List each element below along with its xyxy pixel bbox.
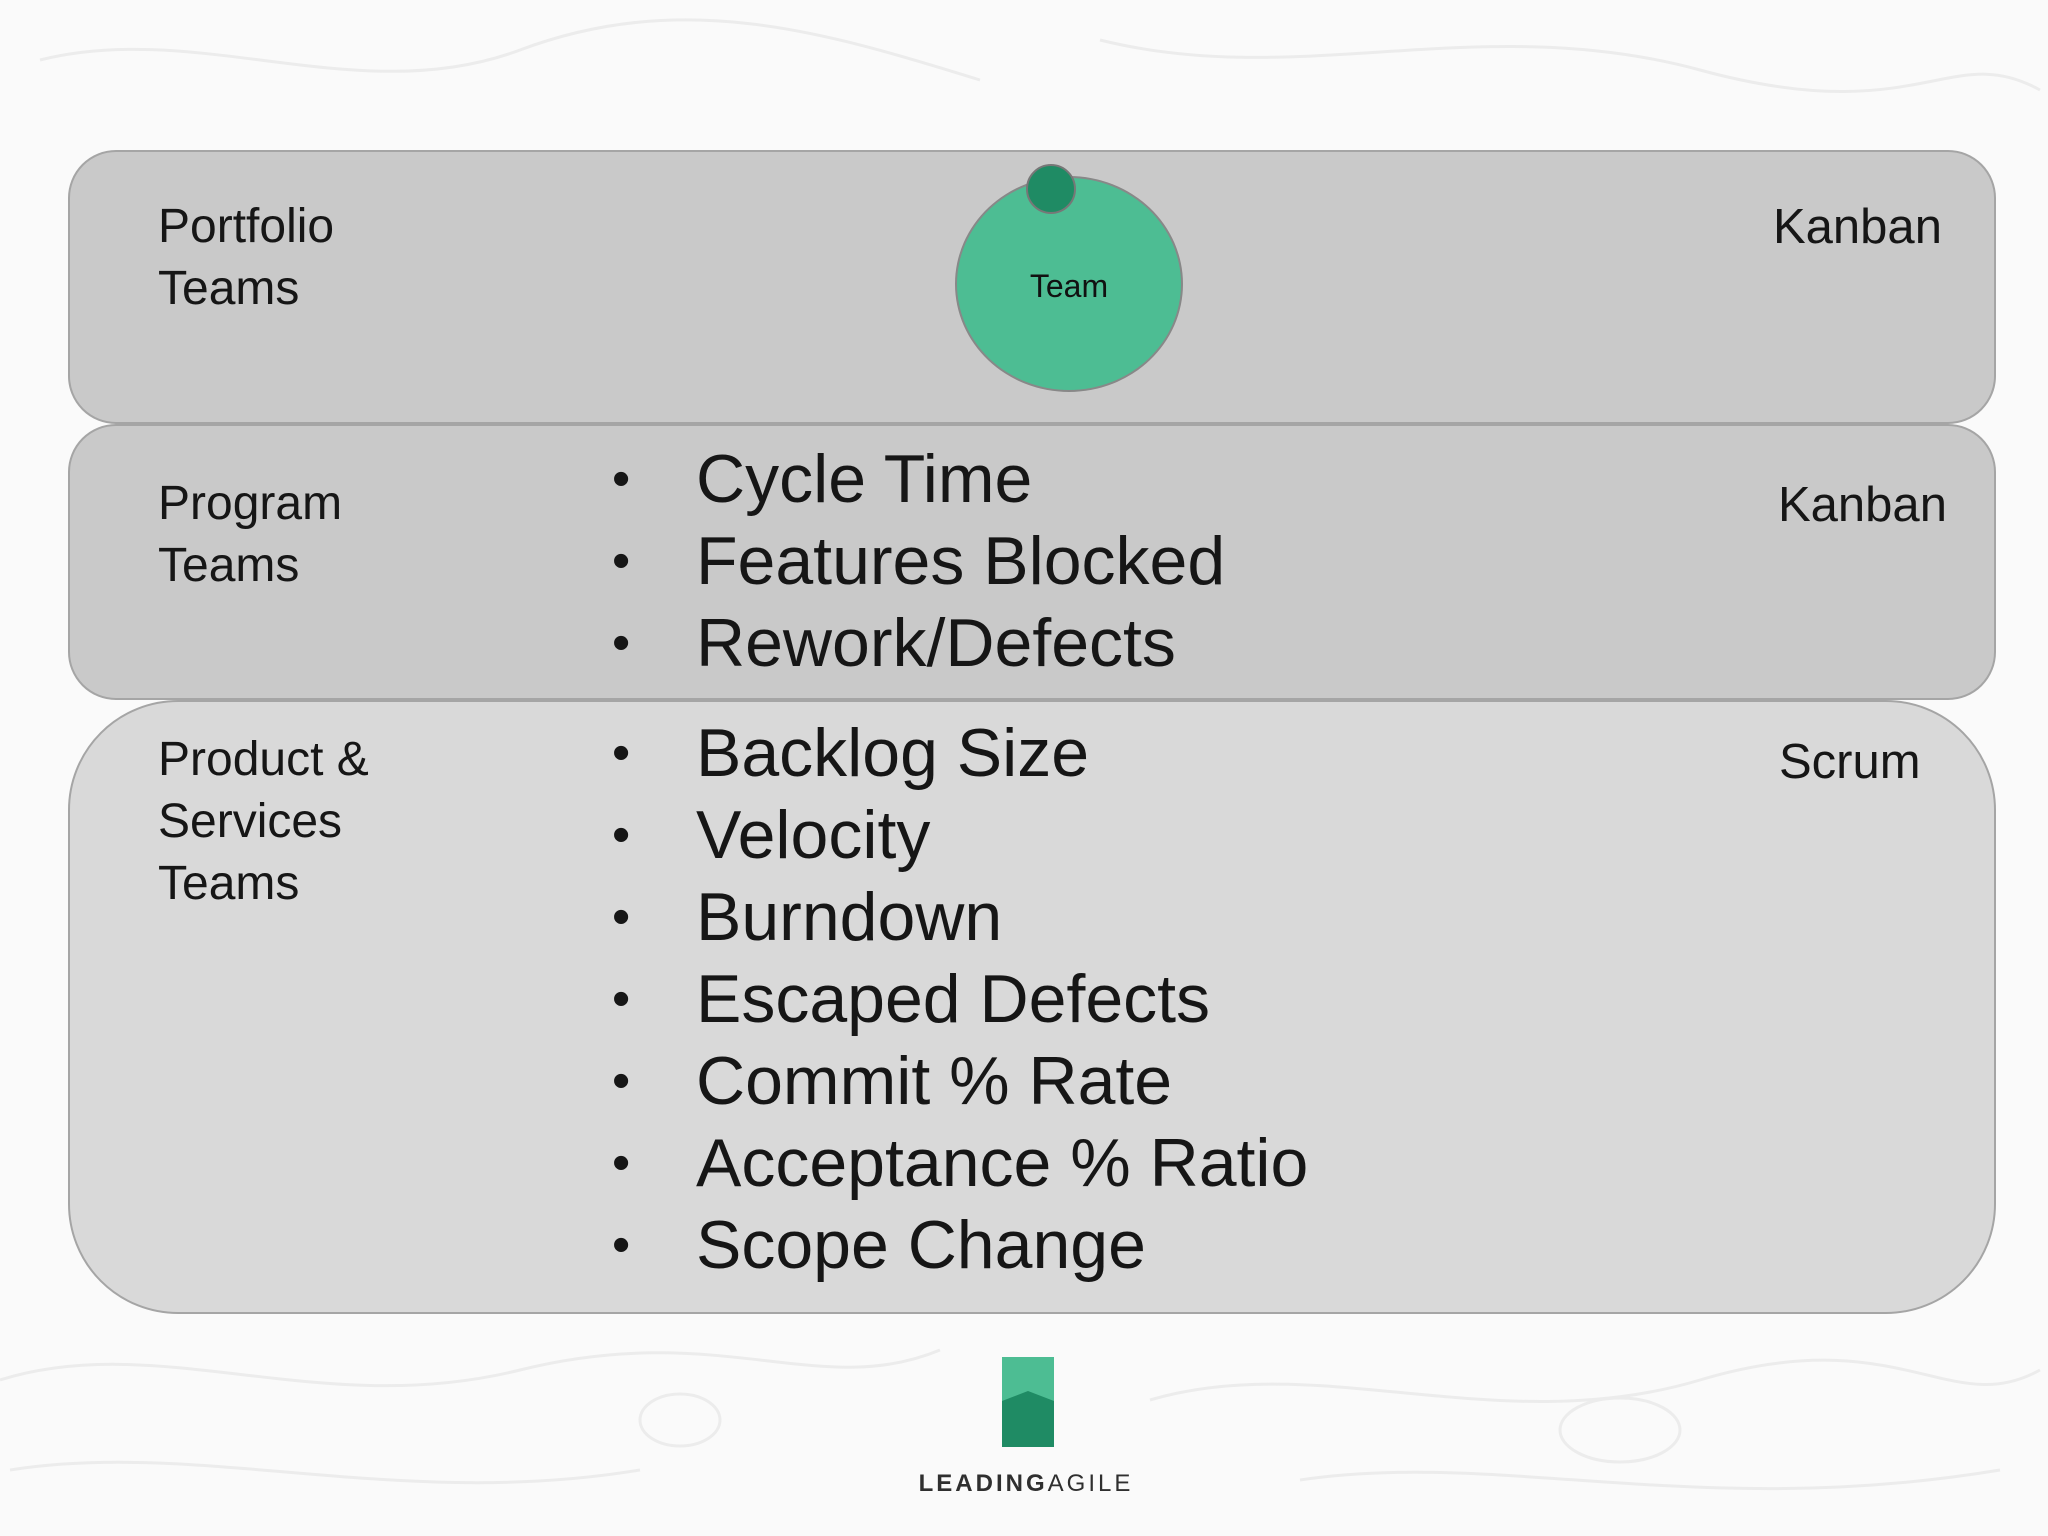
team-member-dot (1026, 164, 1076, 214)
metric-item: Velocity (612, 794, 1308, 876)
portfolio-label-line-1: Portfolio (158, 200, 335, 253)
metric-item: Features Blocked (612, 520, 1225, 602)
portfolio-teams-label: Portfolio Teams (158, 196, 334, 320)
team-circle-label: Team (1029, 268, 1109, 304)
metric-item: Rework/Defects (612, 602, 1225, 684)
leadingagile-logo-text: LEADINGAGILE (880, 1470, 1172, 1498)
portfolio-label-line-2: Teams (158, 262, 300, 315)
product-label-line-2: Services (158, 795, 343, 848)
metric-item: Commit % Rate (612, 1040, 1308, 1122)
team-circle (955, 176, 1183, 392)
metric-item: Backlog Size (612, 712, 1308, 794)
product-label-line-3: Teams (158, 857, 300, 910)
logo-text-agile: AGILE (1047, 1470, 1134, 1497)
metric-item: Escaped Defects (612, 958, 1308, 1040)
product-label-line-1: Product & (158, 733, 369, 786)
program-label-line-1: Program (158, 477, 343, 530)
program-teams-label: Program Teams (158, 473, 342, 597)
logo-text-leading: LEADING (918, 1470, 1048, 1497)
portfolio-method-label: Kanban (1773, 200, 1942, 254)
program-label-line-2: Teams (158, 539, 300, 592)
program-method-label: Kanban (1778, 478, 1947, 532)
metric-item: Scope Change (612, 1204, 1308, 1286)
metric-item: Acceptance % Ratio (612, 1122, 1308, 1204)
product-services-teams-label: Product & Services Teams (158, 729, 369, 915)
metric-item: Burndown (612, 876, 1308, 958)
product-method-label: Scrum (1779, 735, 1921, 789)
program-metrics-list: Cycle Time Features Blocked Rework/Defec… (612, 438, 1225, 684)
leadingagile-logo-mark (1002, 1357, 1054, 1447)
product-metrics-list: Backlog Size Velocity Burndown Escaped D… (612, 712, 1308, 1286)
metric-item: Cycle Time (612, 438, 1225, 520)
